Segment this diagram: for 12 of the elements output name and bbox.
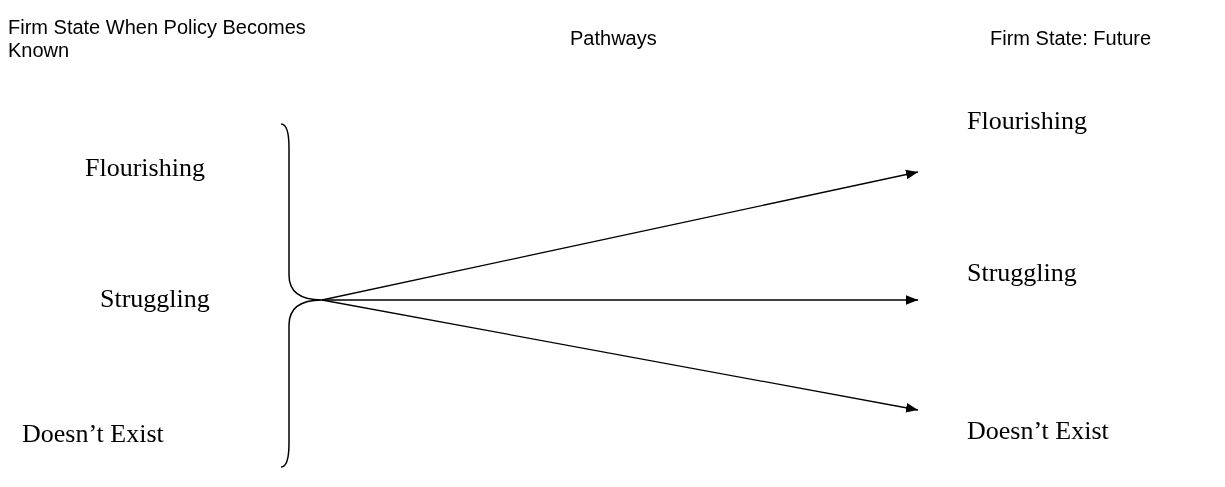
state-label: Flourishing [918, 106, 1148, 172]
column-heading: Firm State When Policy Becomes Known [8, 16, 307, 62]
state-label: Struggling [100, 284, 260, 316]
state-label: Doesn’t Exist [918, 400, 1148, 450]
column-heading: Firm State: Future [990, 27, 1153, 50]
state-label: Struggling [918, 258, 1148, 300]
arrow [321, 295, 919, 305]
column-heading: Pathways [570, 27, 658, 50]
state-label: Flourishing [85, 153, 260, 185]
curly-bracket [280, 123, 322, 468]
arrow [321, 299, 919, 413]
state-label: Doesn’t Exist [22, 419, 242, 451]
